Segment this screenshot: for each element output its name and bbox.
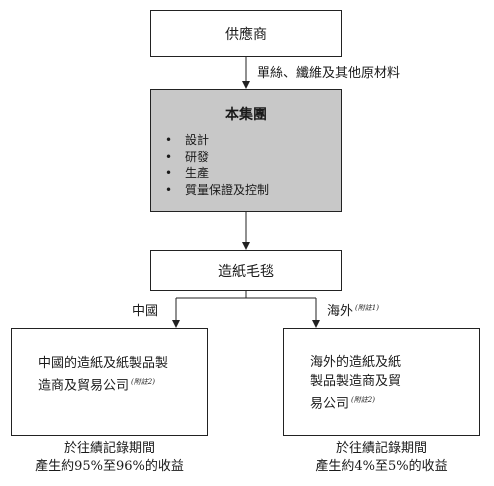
supplier-label: 供應商 (225, 26, 267, 43)
china-customers-text: 中國的造紙及紙製品製 造商及貿易公司(附註2) (38, 354, 198, 395)
overseas-caption-line2: 產生約4%至5%的收益 (315, 459, 448, 474)
list-item: •質量保證及控制 (165, 182, 270, 197)
list-item: •生產 (165, 166, 210, 180)
china-caption-line2: 產生約95%至96%的收益 (35, 459, 184, 474)
branch-label-overseas-text: 海外 (327, 304, 354, 319)
overseas-customers-box: 海外的造紙及紙 製品製造商及貿 易公司(附註2) (283, 328, 480, 436)
footnote-ref: (附註2) (351, 396, 375, 404)
paper-machine-felt-box: 造紙毛毯 (150, 250, 342, 291)
group-title: 本集團 (225, 107, 267, 123)
overseas-revenue-caption: 於往績記錄期間 產生約4%至5%的收益 (283, 440, 480, 476)
overseas-caption-line1: 於往績記錄期間 (335, 441, 427, 456)
list-item: •研發 (165, 149, 210, 164)
materials-label: 單絲、纖維及其他原材料 (257, 66, 401, 81)
china-customers-line1: 中國的造紙及紙製品製 (38, 356, 169, 371)
footnote-ref: (附註2) (131, 378, 155, 386)
list-item: •設計 (165, 133, 210, 147)
bullet-icon: • (165, 182, 173, 197)
china-caption-line1: 於往績記錄期間 (63, 441, 155, 456)
branch-label-china: 中國 (132, 304, 159, 319)
bullet-icon: • (165, 149, 173, 164)
china-revenue-caption: 於往績記錄期間 產生約95%至96%的收益 (11, 440, 208, 476)
china-customers-box: 中國的造紙及紙製品製 造商及貿易公司(附註2) (11, 328, 208, 436)
group-function-list: •設計 •研發 •生產 •質量保證及控制 (165, 132, 269, 198)
overseas-customers-line1: 海外的造紙及紙 (310, 355, 402, 370)
overseas-customers-line3: 易公司(附註2) (310, 396, 375, 412)
branch-label-overseas: 海外(附註1) (327, 300, 379, 319)
overseas-customers-line2: 製品製造商及貿 (310, 374, 402, 389)
footnote-ref: (附註1) (355, 303, 379, 312)
supplier-box: 供應商 (150, 10, 342, 57)
overseas-customers-text: 海外的造紙及紙 製品製造商及貿 易公司(附註2) (310, 353, 430, 413)
bullet-icon: • (165, 133, 173, 147)
bullet-icon: • (165, 166, 173, 180)
paper-machine-felt-label: 造紙毛毯 (218, 263, 274, 280)
group-box: 本集團 •設計 •研發 •生產 •質量保證及控制 (150, 89, 342, 212)
china-customers-line2: 造商及貿易公司(附註2) (38, 378, 155, 394)
